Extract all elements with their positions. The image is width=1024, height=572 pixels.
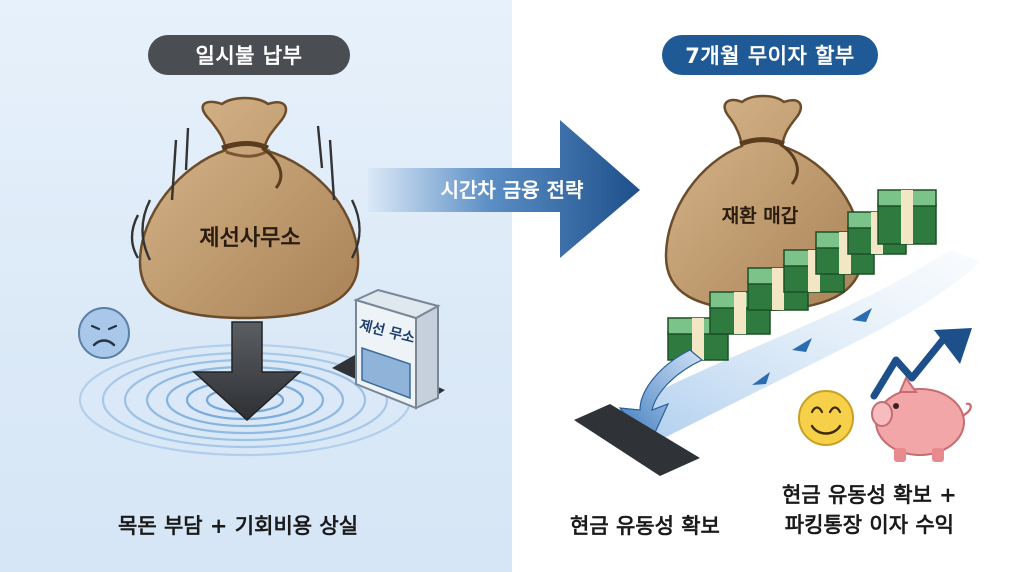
flow-arrows bbox=[752, 308, 872, 385]
cash-flow-band bbox=[640, 250, 980, 440]
bag-label-right: 재환 매갑 bbox=[722, 205, 799, 227]
bag-label-left: 제선사무소 bbox=[199, 226, 300, 251]
strategy-arrow bbox=[368, 120, 640, 258]
strategy-arrow-label: 시간차 금융 전략 bbox=[441, 178, 584, 202]
floor-slot bbox=[574, 404, 700, 476]
combo-caption-line2: 파킹통장 이자 수익 bbox=[784, 513, 954, 537]
piggy-bank-icon bbox=[871, 375, 972, 462]
left-title-pill: 일시불 납부 bbox=[148, 35, 350, 75]
down-arrow-icon bbox=[192, 321, 302, 422]
left-caption: 목돈 부담 + 기회비용 상실 bbox=[118, 514, 359, 538]
office-building bbox=[332, 288, 445, 410]
shake-lines bbox=[130, 125, 361, 261]
money-stack-icon bbox=[667, 189, 937, 361]
combo-caption-line1: 현금 유동성 확보 + bbox=[782, 483, 957, 507]
money-bag-left bbox=[138, 96, 360, 320]
combo-caption: 현금 유동성 확보 + 파킹통장 이자 수익 bbox=[782, 480, 957, 540]
sad-face-icon bbox=[78, 307, 130, 359]
happy-face-icon bbox=[798, 390, 854, 446]
cash-caption: 현금 유동성 확보 bbox=[570, 514, 720, 538]
right-title-pill: 7개월 무이자 할부 bbox=[662, 35, 878, 75]
trend-up-icon bbox=[870, 328, 972, 400]
